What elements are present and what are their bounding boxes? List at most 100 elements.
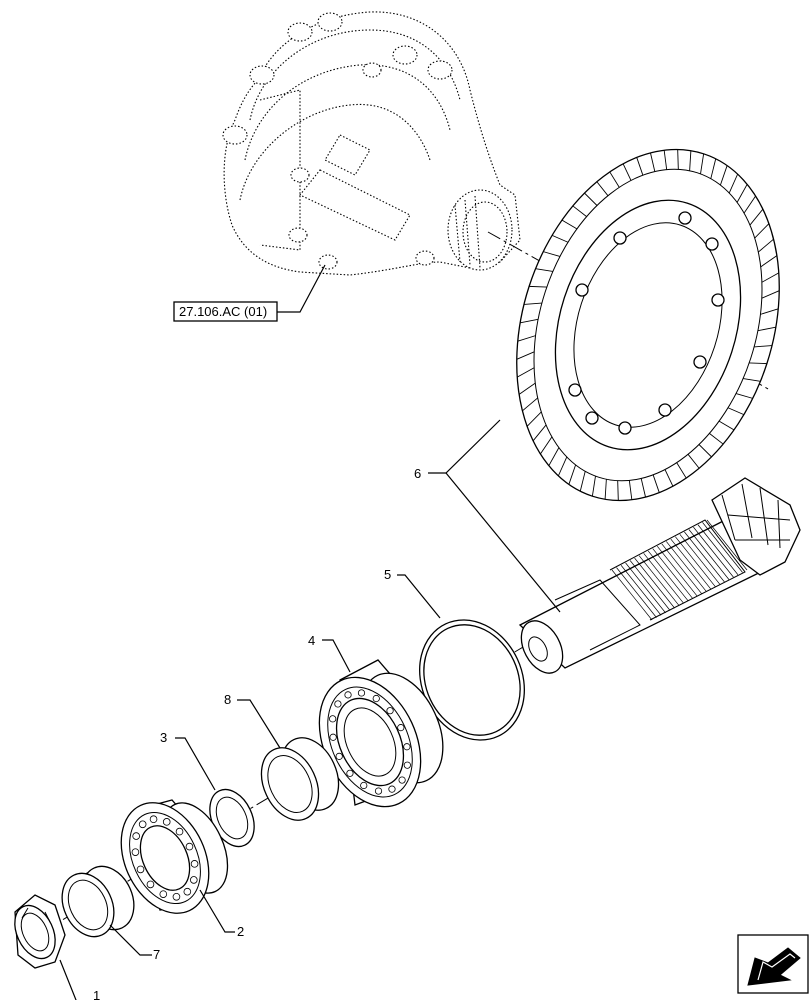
bearing-roller (344, 691, 352, 699)
ring-gear-bolt-hole (658, 403, 672, 417)
gear-tooth (604, 479, 607, 500)
reference-link-27-106-ac[interactable]: 27.106.AC (01) (173, 264, 326, 322)
bearing-roller (190, 876, 198, 884)
spline-line (661, 543, 703, 595)
gear-tooth (529, 285, 547, 288)
gear-tooth (700, 153, 705, 174)
ring-gear-bolt-hole (705, 237, 719, 251)
bearing-roller (397, 724, 405, 732)
differential-housing-reference (222, 11, 521, 276)
spline-line (666, 541, 707, 592)
spline-line (634, 557, 675, 609)
callout-6-leader-pinion (445, 472, 561, 613)
gear-tooth (728, 173, 739, 194)
gear-tooth (572, 205, 587, 217)
gear-tooth (609, 171, 620, 188)
spline-line (688, 529, 730, 580)
bearing-roller (183, 887, 192, 896)
gear-tooth (518, 382, 536, 395)
callout-4: 4 (308, 633, 351, 673)
bearing-rollers (329, 689, 411, 795)
callout-5: 5 (384, 567, 441, 619)
bearing-roller (329, 715, 337, 723)
callout-5-label: 5 (384, 567, 391, 582)
bearing-roller (138, 820, 147, 829)
callout-4-label: 4 (308, 633, 315, 648)
gear-tooth (517, 335, 536, 342)
callout-4-leader (322, 639, 351, 673)
bearing-roller (360, 781, 368, 790)
callout-7: 7 (109, 924, 160, 962)
gear-tooth (710, 158, 717, 179)
page-navigation-arrow-icon[interactable] (737, 934, 809, 994)
gear-tooth (735, 393, 753, 399)
bearing-roller (136, 865, 145, 874)
gear-tooth (596, 181, 609, 196)
gear-tooth (663, 150, 668, 170)
bearing-roller (403, 761, 411, 769)
gear-tooth (522, 397, 538, 412)
ring-gear-bolt-hole (613, 231, 627, 245)
gear-tooth (640, 478, 646, 498)
gear-tooth (526, 411, 542, 427)
gear-tooth (543, 251, 561, 257)
bearing-roller (334, 700, 342, 708)
gear-tooth (591, 476, 596, 497)
callout-6: 6 (414, 419, 561, 613)
gear-tooth (523, 302, 542, 305)
roller-bearing-part-2 (120, 799, 229, 914)
gear-tooth (758, 238, 774, 253)
bearing-roller (131, 848, 140, 856)
gear-tooth (709, 433, 724, 445)
callout-2: 2 (199, 889, 244, 939)
gear-tooth (749, 362, 767, 365)
spline-line (629, 560, 671, 611)
spline-line (697, 524, 739, 575)
gear-tooth (719, 165, 728, 186)
callout-1-leader (59, 959, 77, 1000)
bearing-roller (185, 842, 194, 851)
bearing-roller (335, 752, 343, 760)
pinion-shaft-splines (611, 519, 748, 621)
gear-tooth (636, 157, 644, 176)
bearing-roller (374, 787, 383, 795)
gear-tooth (743, 195, 756, 214)
spline-line (675, 536, 716, 587)
gear-tooth (754, 223, 770, 239)
ring-gear-part-6 (516, 148, 780, 502)
spline-line (684, 531, 725, 583)
callout-6-leader-ring-gear (428, 419, 501, 474)
callout-7-label: 7 (153, 947, 160, 962)
gear-tooth (736, 184, 748, 203)
gear-tooth (664, 469, 674, 487)
gear-tooth (628, 480, 633, 500)
bearing-roller (175, 827, 184, 836)
callout-8-label: 8 (224, 692, 231, 707)
ring-gear-bolt-hole (711, 293, 725, 307)
bearing-rollers (131, 815, 199, 901)
bearing-roller (357, 689, 366, 697)
spline-line (693, 526, 734, 578)
spline-line (702, 522, 743, 573)
bearing-roller (162, 818, 171, 826)
gear-tooth (687, 454, 700, 469)
callout-7-leader (109, 924, 152, 956)
spline-line (643, 553, 684, 604)
gear-tooth (650, 152, 656, 172)
gear-tooth (760, 308, 779, 315)
tapered-bearing-part-4 (318, 659, 444, 808)
bearing-roller (149, 815, 158, 824)
gear-tooth (517, 367, 535, 378)
bearing-roller (132, 832, 140, 840)
gear-tooth (749, 208, 764, 226)
ring-gear-teeth (516, 149, 780, 501)
reference-label: 27.106.AC (01) (179, 304, 267, 319)
spline-line (706, 519, 748, 571)
gear-tooth (677, 149, 679, 170)
bearing-roller (372, 694, 380, 703)
bearing-roller (329, 733, 337, 741)
spacer-part-7 (61, 865, 135, 938)
bearing-roller (159, 890, 168, 898)
gear-tooth (676, 462, 687, 479)
gear-tooth (754, 345, 773, 348)
